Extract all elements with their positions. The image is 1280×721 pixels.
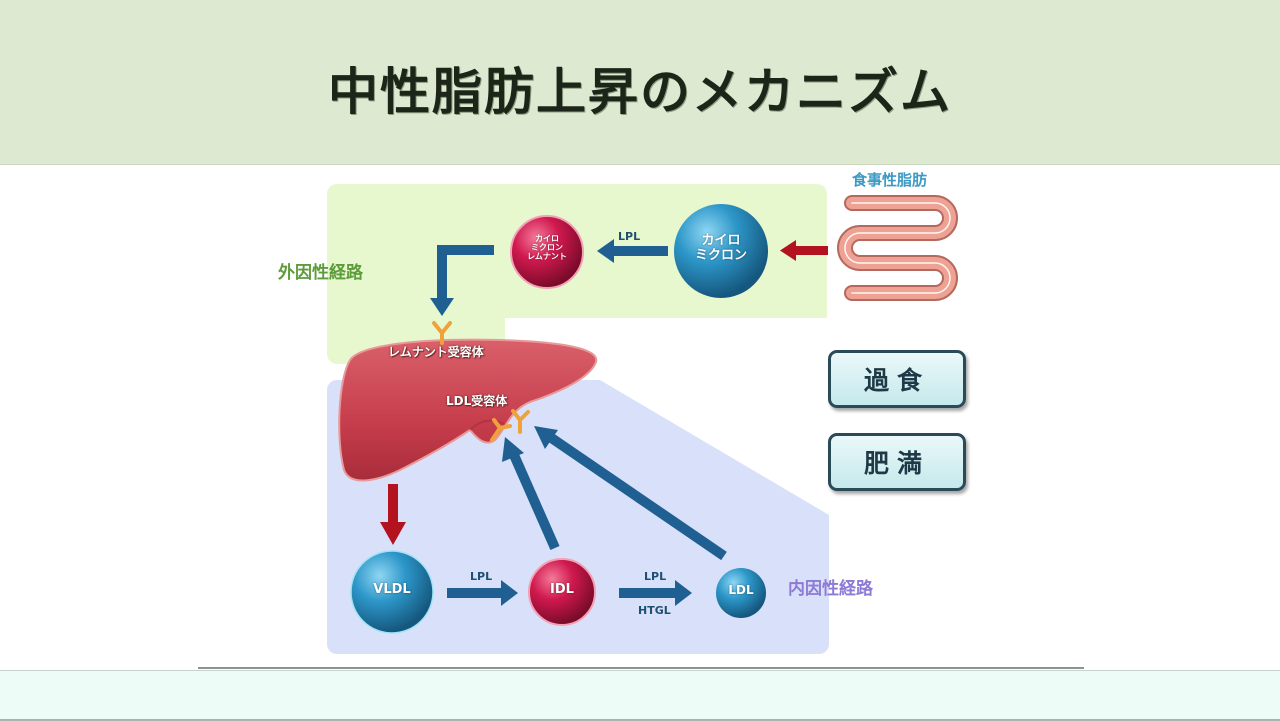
remnant-receptor-icon — [432, 321, 452, 345]
intestine-icon — [837, 195, 958, 301]
chylomicron-label: カイロ ミクロン — [694, 233, 747, 263]
ldl-label: LDL — [728, 583, 754, 597]
lpl-label-idl-ldl: LPL — [644, 570, 667, 583]
obesity-box: 肥満 — [828, 433, 966, 491]
idl-particle — [528, 558, 596, 626]
ldl-receptor-label: LDL受容体 — [446, 394, 508, 408]
footer-bar — [0, 670, 1280, 721]
lpl-label-vldl-idl: LPL — [470, 570, 493, 583]
chylomicron-remnant-label: カイロ ミクロン レムナント — [527, 234, 567, 262]
arrow-ldl-to-liver — [534, 426, 727, 561]
overeating-box: 過食 — [828, 350, 966, 408]
arrow-idl-to-liver — [502, 437, 560, 551]
ldl-receptor-icon — [490, 409, 530, 442]
chylomicron-particle — [674, 204, 768, 298]
idl-label: IDL — [550, 582, 574, 597]
region-diagonal-cut — [600, 380, 829, 515]
ldl-particle — [716, 568, 766, 618]
vldl-label: VLDL — [373, 582, 411, 597]
arrow-idl-to-ldl — [619, 580, 692, 606]
arrow-vldl-to-idl — [447, 580, 518, 606]
chylomicron-remnant-particle — [510, 215, 584, 289]
footer-divider — [198, 667, 1084, 669]
arrow-chylomicron-to-remnant — [597, 239, 668, 263]
lpl-label-exogenous: LPL — [618, 230, 641, 243]
endogenous-pathway-label: 内因性経路 — [788, 579, 873, 599]
arrow-liver-to-vldl — [380, 484, 406, 545]
arrow-intestine-to-chylomicron — [780, 240, 828, 261]
remnant-receptor-label: レムナント受容体 — [388, 345, 484, 359]
page-title: 中性脂肪上昇のメカニズム — [328, 63, 952, 121]
vldl-particle — [350, 550, 434, 634]
arrow-remnant-to-liver — [430, 245, 494, 316]
dietary-fat-label: 食事性脂肪 — [852, 171, 928, 189]
htgl-label: HTGL — [638, 604, 671, 617]
title-banner: 中性脂肪上昇のメカニズム — [0, 0, 1280, 165]
exogenous-pathway-label: 外因性経路 — [278, 263, 363, 283]
liver-icon — [338, 338, 598, 482]
